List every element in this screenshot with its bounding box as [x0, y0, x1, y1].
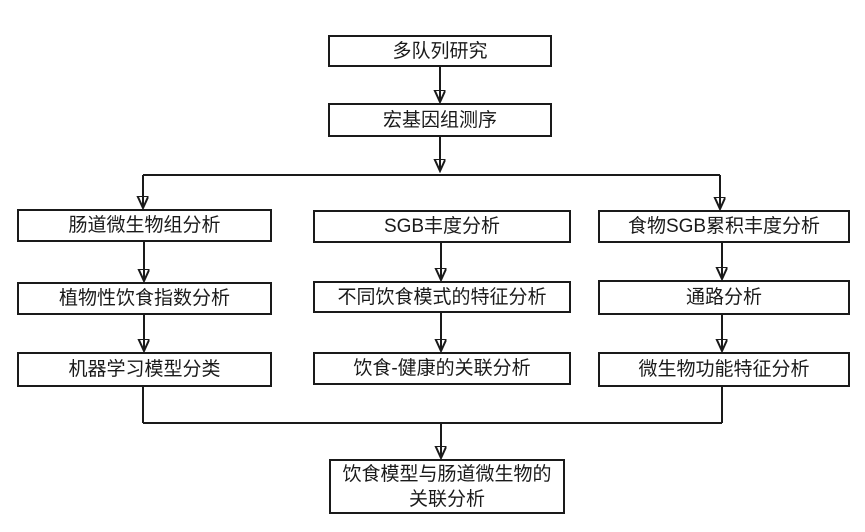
node-multi-cohort-study: 多队列研究	[328, 35, 552, 67]
node-microbial-function-feature-analysis: 微生物功能特征分析	[598, 352, 850, 387]
node-pathway-analysis: 通路分析	[598, 280, 850, 315]
node-diet-model-gut-microbiota-association-analysis: 饮食模型与肠道微生物的关联分析	[329, 459, 565, 514]
node-food-sgb-cumulative-abundance-analysis: 食物SGB累积丰度分析	[598, 210, 850, 243]
node-metagenomic-sequencing: 宏基因组测序	[328, 103, 552, 137]
node-gut-microbiome-analysis: 肠道微生物组分析	[17, 209, 272, 242]
node-diet-health-association-analysis: 饮食-健康的关联分析	[313, 352, 571, 385]
node-ml-model-classification: 机器学习模型分类	[17, 352, 272, 387]
node-sgb-abundance-analysis: SGB丰度分析	[313, 210, 571, 243]
node-plant-based-diet-index-analysis: 植物性饮食指数分析	[17, 282, 272, 315]
node-diet-pattern-feature-analysis: 不同饮食模式的特征分析	[313, 281, 571, 313]
